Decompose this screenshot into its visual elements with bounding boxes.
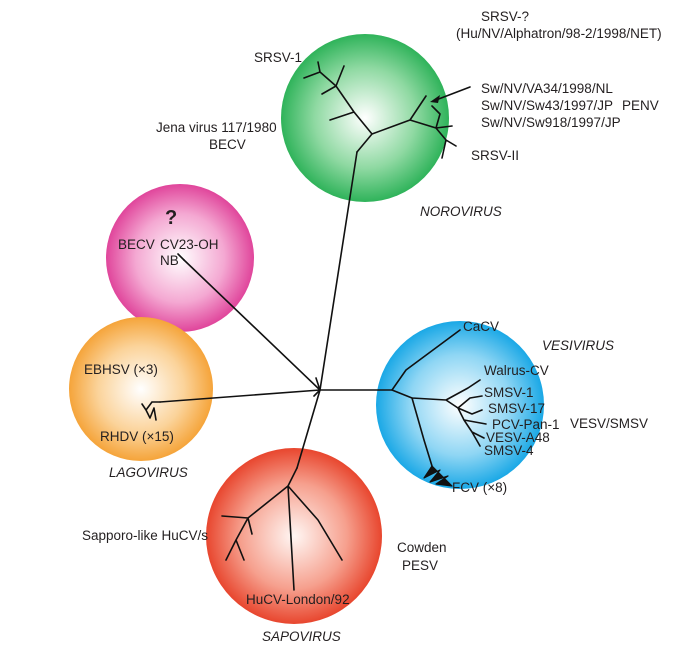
label-genus-norovirus: NOROVIRUS [420,204,502,219]
becv-group-circle [106,184,254,332]
label-pcv-pan-1: PCV-Pan-1 [492,417,560,432]
fcv-cluster-fan [423,465,453,487]
label-sw-va34: Sw/NV/VA34/1998/NL [481,81,613,96]
vesivirus-circle [376,321,544,489]
label-walrus-cv: Walrus-CV [484,363,549,378]
branch-lagovirus-subtree [141,401,161,421]
label-fcv: FCV (×8) [452,480,507,495]
label-ebhsv: EBHSV (×3) [84,362,158,377]
label-smsv-1: SMSV-1 [484,385,534,400]
label-vesv-smsv: VESV/SMSV [570,416,648,431]
label-srsv-unknown-line2: (Hu/NV/Alphatron/98-2/1998/NET) [456,26,662,41]
branch-norovirus-subtree [303,61,457,159]
label-penv: PENV [622,98,659,113]
pointer-arrow-line [435,86,471,101]
branch-root-to-sapovirus [296,389,321,469]
label-becv: BECV [118,237,155,252]
label-srsv-ii: SRSV-II [471,148,519,163]
norovirus-circle [281,34,449,202]
branch-root-to-norovirus [319,151,358,391]
label-sw-sw918: Sw/NV/Sw918/1997/JP [481,115,621,130]
pointer-arrowhead [430,95,440,103]
label-genus-vesivirus: VESIVIRUS [542,338,614,353]
label-genus-lagovirus: LAGOVIRUS [109,465,188,480]
root-stub [313,377,321,397]
label-smsv-17: SMSV-17 [488,401,545,416]
label-vesv-a48: VESV-A48 [486,430,550,445]
label-cacv: CaCV [463,319,499,334]
sapovirus-circle [206,448,382,624]
label-srsv-1: SRSV-1 [254,50,302,65]
label-smsv-4: SMSV-4 [484,443,534,458]
label-question-mark: ? [165,207,177,229]
label-rhdv: RHDV (×15) [100,429,174,444]
tree-branches [141,61,487,591]
branch-sapovirus-subtree [221,467,343,591]
branch-root-to-lagovirus [159,389,321,403]
label-pesv: PESV [402,558,438,573]
label-genus-sapovirus: SAPOVIRUS [262,629,341,644]
branch-vesivirus-subtree [391,329,487,467]
label-sapporo-like: Sapporo-like HuCV/s [82,528,208,543]
label-jena-virus: Jena virus 117/1980 [156,120,277,135]
branch-becv-tip [177,253,185,261]
label-sw-sw43: Sw/NV/Sw43/1997/JP [481,98,613,113]
label-cv23-oh: CV23-OH [160,237,219,252]
label-srsv-unknown-line1: SRSV-? [481,9,529,24]
lagovirus-circle [69,317,213,461]
branch-root-to-becv [183,259,321,391]
label-cowden: Cowden [397,540,447,555]
label-jena-becv: BECV [209,137,246,152]
label-hucv-london: HuCV-London/92 [246,592,350,607]
label-nb: NB [160,253,179,268]
